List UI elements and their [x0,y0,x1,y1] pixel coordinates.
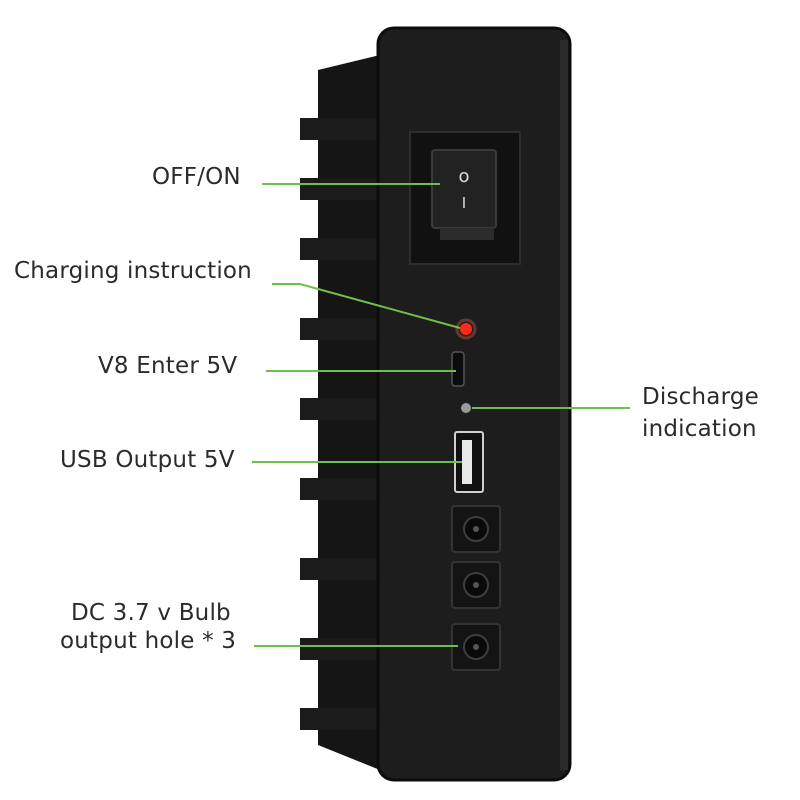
leader-charging [272,283,461,329]
label-v8-enter: V8 Enter 5V [98,353,238,379]
label-dc-output-line1: DC 3.7 v Bulb [71,600,231,626]
switch-off-symbol: o [458,166,469,187]
label-off-on: OFF/ON [152,164,241,190]
housing-fins [300,55,382,770]
dc-jack-3[interactable] [451,623,501,671]
micro-usb-port[interactable] [451,351,465,387]
discharge-led [461,403,471,413]
label-charging-instruction: Charging instruction [14,258,252,284]
switch-on-symbol: I [462,194,466,212]
charging-led [460,323,472,335]
label-usb-output: USB Output 5V [60,447,235,473]
dc-jack-1[interactable] [451,505,501,553]
dc-jack-2[interactable] [451,561,501,609]
leader-lines [252,183,630,647]
label-discharge-line2: indication [642,416,757,442]
rocker-switch[interactable] [431,149,497,229]
label-discharge-line1: Discharge [642,384,760,410]
label-dc-output-line2: output hole * 3 [60,628,237,654]
